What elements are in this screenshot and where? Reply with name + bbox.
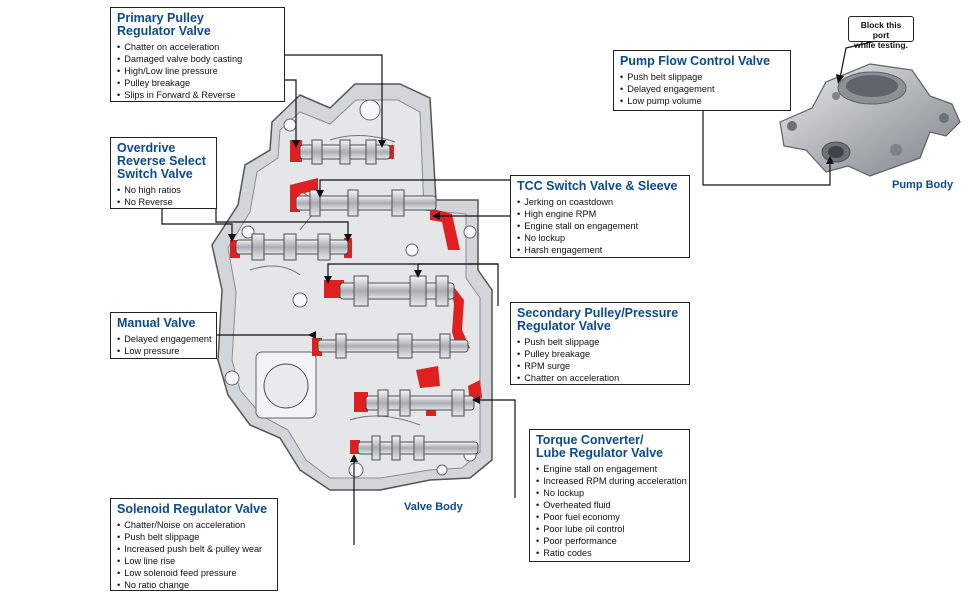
- list-item: Poor performance: [536, 535, 683, 547]
- leader-lines: [161, 39, 881, 545]
- box-title: Overdrive Reverse Select Switch Valve: [117, 141, 206, 181]
- symptom-list: Jerking on coastdown High engine RPM Eng…: [517, 196, 683, 256]
- torque-converter-lube-regulator-valve-box: Torque Converter/ Lube Regulator Valve E…: [529, 429, 690, 562]
- list-item: Overheated fluid: [536, 499, 683, 511]
- overdrive-reverse-select-switch-valve-box: Overdrive Reverse Select Switch Valve No…: [110, 137, 217, 209]
- symptom-list: Chatter on acceleration Damaged valve bo…: [117, 41, 278, 101]
- list-item: Increased push belt & pulley wear: [117, 543, 271, 555]
- list-item: Chatter/Noise on acceleration: [117, 519, 271, 531]
- list-item: Push belt slippage: [117, 531, 271, 543]
- list-item: Delayed engagement: [620, 83, 784, 95]
- primary-pulley-regulator-valve-box: Primary Pulley Regulator Valve Chatter o…: [110, 7, 285, 102]
- list-item: No lockup: [517, 232, 683, 244]
- symptom-list: Push belt slippage Delayed engagement Lo…: [620, 71, 784, 107]
- list-item: Low pump volume: [620, 95, 784, 107]
- list-item: Harsh engagement: [517, 244, 683, 256]
- symptom-list: Engine stall on engagement Increased RPM…: [536, 463, 687, 559]
- list-item: Engine stall on engagement: [536, 463, 683, 475]
- list-item: Damaged valve body casting: [117, 53, 278, 65]
- list-item: Push belt slippage: [620, 71, 784, 83]
- arrow-heads: [228, 74, 844, 462]
- secondary-pulley-pressure-regulator-valve-box: Secondary Pulley/Pressure Regulator Valv…: [510, 302, 690, 385]
- list-item: Pulley breakage: [517, 348, 683, 360]
- list-item: RPM surge: [517, 360, 683, 372]
- box-title: Torque Converter/ Lube Regulator Valve: [536, 433, 664, 460]
- list-item: High engine RPM: [517, 208, 683, 220]
- list-item: Low line rise: [117, 555, 271, 567]
- symptom-list: Push belt slippage Pulley breakage RPM s…: [517, 336, 683, 384]
- list-item: No Reverse: [117, 196, 210, 208]
- list-item: Low pressure: [117, 345, 210, 357]
- pump-body-illustration: [779, 63, 961, 177]
- pump-body-caption: Pump Body: [892, 179, 954, 191]
- block-port-callout: Block this port while testing.: [848, 16, 914, 50]
- box-title: Pump Flow Control Valve: [620, 54, 771, 68]
- list-item: Engine stall on engagement: [517, 220, 683, 232]
- list-item: Slips in Forward & Reverse: [117, 89, 278, 101]
- list-item: Poor lube oil control: [536, 523, 683, 535]
- list-item: No ratio change: [117, 579, 271, 591]
- symptom-list: Delayed engagement Low pressure: [117, 333, 211, 357]
- box-title: Secondary Pulley/Pressure Regulator Valv…: [517, 306, 679, 333]
- list-item: Pulley breakage: [117, 77, 278, 89]
- list-item: Poor fuel economy: [536, 511, 683, 523]
- box-title: TCC Switch Valve & Sleeve: [517, 179, 678, 193]
- box-title: Primary Pulley Regulator Valve: [117, 11, 211, 38]
- box-title: Solenoid Regulator Valve: [117, 502, 268, 516]
- list-item: Low solenoid feed pressure: [117, 567, 271, 579]
- list-item: Delayed engagement: [117, 333, 211, 345]
- list-item: Push belt slippage: [517, 336, 683, 348]
- list-item: Ratio codes: [536, 547, 683, 559]
- symptom-list: No high ratios No Reverse: [117, 184, 210, 208]
- solenoid-regulator-valve-box: Solenoid Regulator Valve Chatter/Noise o…: [110, 498, 278, 591]
- symptom-list: Chatter/Noise on acceleration Push belt …: [117, 519, 271, 591]
- list-item: High/Low line pressure: [117, 65, 278, 77]
- list-item: No high ratios: [117, 184, 210, 196]
- list-item: Chatter on acceleration: [517, 372, 683, 384]
- list-item: No lockup: [536, 487, 683, 499]
- valve-body-illustration: [211, 83, 493, 491]
- tcc-switch-valve-sleeve-box: TCC Switch Valve & Sleeve Jerking on coa…: [510, 175, 690, 258]
- manual-valve-box: Manual Valve Delayed engagement Low pres…: [110, 312, 217, 359]
- valve-body-caption: Valve Body: [404, 501, 463, 513]
- pump-flow-control-valve-box: Pump Flow Control Valve Push belt slippa…: [613, 50, 791, 111]
- list-item: Jerking on coastdown: [517, 196, 683, 208]
- list-item: Increased RPM during acceleration: [536, 475, 687, 487]
- list-item: Chatter on acceleration: [117, 41, 278, 53]
- box-title: Manual Valve: [117, 316, 196, 330]
